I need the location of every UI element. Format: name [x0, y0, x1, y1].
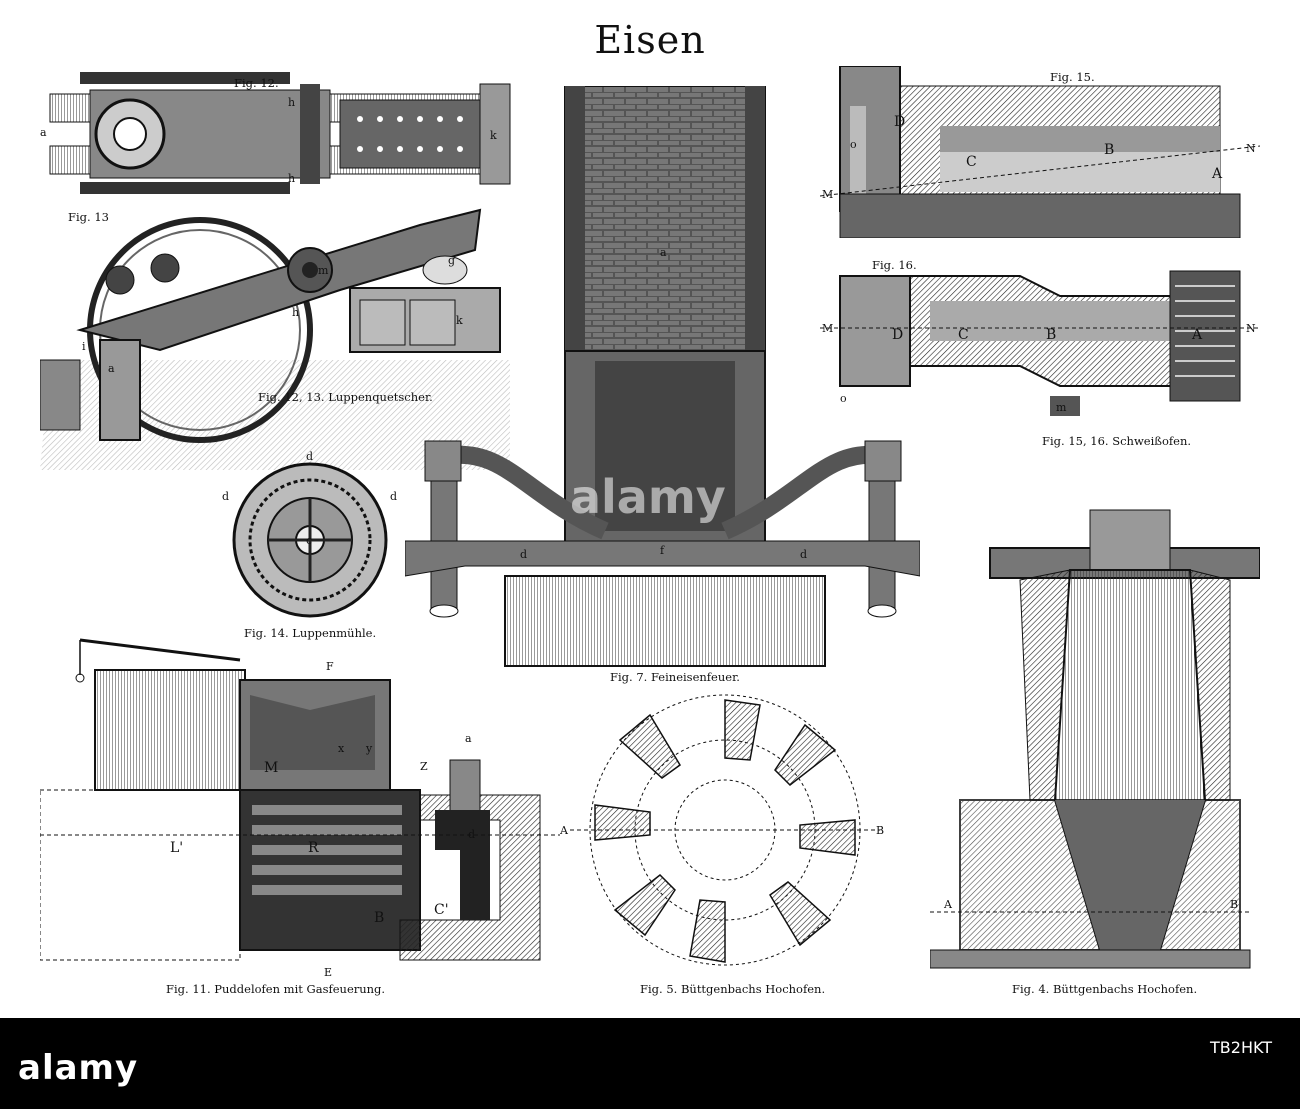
label-C: C: [958, 327, 969, 343]
label-i: i: [82, 340, 86, 353]
caption-fig16: Fig. 16.: [872, 258, 917, 272]
label-B: B: [1230, 898, 1238, 911]
label-c: c: [306, 534, 312, 547]
label-C: C: [966, 154, 977, 170]
label-d: d: [468, 828, 475, 841]
fig5-hochofen-plan: A B: [560, 694, 884, 966]
caption-fig14: Fig. 14. Luppenmühle.: [244, 626, 377, 640]
caption-fig7: Fig. 7. Feineisenfeuer.: [610, 670, 740, 684]
label-y: y: [365, 742, 373, 755]
label-B: B: [876, 824, 884, 837]
fig15-schweissofen-section: D C B A M N o: [820, 66, 1260, 238]
label-k: k: [490, 129, 497, 142]
label-a: a: [465, 732, 472, 745]
label-h: h: [288, 96, 295, 109]
label-a: a: [40, 126, 47, 139]
caption-fig5: Fig. 5. Büttgenbachs Hochofen.: [640, 982, 826, 996]
caption-fig12-13: Fig. 12, 13. Luppenquetscher.: [258, 390, 433, 404]
stock-footer-bar: [0, 1018, 1300, 1109]
image-id: TB2HKT: [1210, 1038, 1272, 1057]
label-Z: Z: [420, 760, 428, 773]
fig12-luppenquetscher-plan: a h h k: [40, 72, 511, 194]
label-N: N: [1246, 142, 1256, 155]
label-h: h: [292, 306, 299, 319]
label-B: B: [1104, 142, 1114, 158]
label-a: a: [108, 362, 115, 375]
label-N: N: [1246, 322, 1256, 335]
label-D: D: [894, 114, 905, 130]
label-L-prime: L': [170, 840, 183, 856]
label-o: o: [840, 392, 847, 405]
label-h: h: [288, 172, 295, 185]
fig4-hochofen-section: A B: [930, 509, 1260, 969]
label-d: d: [222, 490, 229, 503]
label-E: E: [324, 966, 332, 979]
label-A: A: [1191, 327, 1203, 343]
caption-fig11: Fig. 11. Puddelofen mit Gasfeuerung.: [166, 982, 386, 996]
label-m: m: [1056, 401, 1067, 414]
label-g: g: [448, 254, 455, 267]
label-A: A: [943, 898, 953, 911]
label-o: o: [850, 138, 857, 151]
caption-fig12: Fig. 12.: [234, 76, 279, 90]
fig7-feineisenfeuer: a f d d: [405, 86, 920, 667]
label-a: a: [660, 246, 667, 259]
fig16-schweissofen-plan: B A C D M N m o: [820, 270, 1260, 416]
label-d: d: [390, 490, 397, 503]
label-B: B: [374, 910, 384, 926]
label-M: M: [822, 188, 833, 201]
label-B: B: [1046, 327, 1056, 343]
label-d: d: [520, 548, 527, 561]
fig14-luppenmuehle: c d d d: [222, 450, 397, 618]
stock-logo[interactable]: alamy: [18, 1048, 139, 1088]
label-F: F: [326, 660, 334, 673]
caption-fig13: Fig. 13: [68, 210, 109, 224]
label-d: d: [800, 548, 807, 561]
engraving-plate: Eisen a: [40, 18, 1260, 996]
caption-fig15: Fig. 15.: [1050, 70, 1095, 84]
label-M: M: [264, 760, 278, 776]
label-C-prime: C': [434, 902, 449, 918]
caption-fig15-16: Fig. 15, 16. Schweißofen.: [1042, 434, 1192, 448]
label-A: A: [560, 824, 569, 837]
label-x: x: [338, 742, 345, 755]
plate-title: Eisen: [594, 18, 706, 62]
label-k: k: [456, 314, 463, 327]
label-M: M: [822, 322, 833, 335]
label-f: f: [660, 544, 665, 557]
label-A: A: [1211, 166, 1223, 182]
label-m: m: [318, 264, 329, 277]
fig13-luppenquetscher-section: m a g h k i: [40, 208, 510, 470]
label-d: d: [306, 450, 313, 463]
label-R: R: [308, 840, 319, 856]
fig11-puddelofen: L' M R B C' F E Z a d x y: [40, 638, 560, 979]
label-D: D: [892, 327, 903, 343]
caption-fig4: Fig. 4. Büttgenbachs Hochofen.: [1012, 982, 1198, 996]
